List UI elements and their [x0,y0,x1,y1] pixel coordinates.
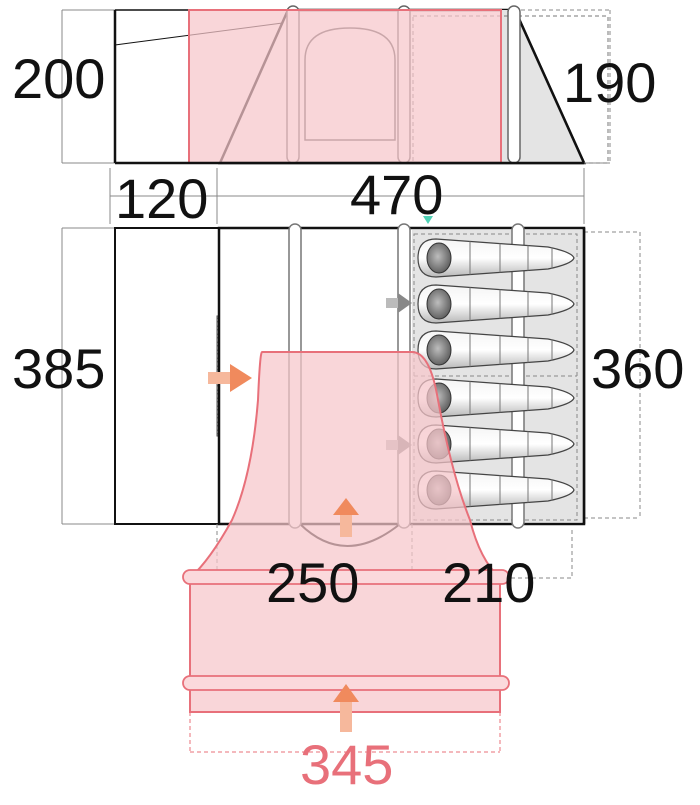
dim-living-width: 250 [266,551,359,614]
dim-bedroom-width: 210 [442,551,535,614]
extension-overlay-side [188,9,502,164]
dim-inner-width: 470 [350,163,443,226]
dim-side-height-left: 200 [12,47,105,110]
arrow-grey-upper [386,293,412,313]
arrow-orange-extension [333,684,359,732]
dim-extension-width: 345 [300,733,393,796]
porch-area-plan [114,227,220,525]
bedroom-rear-shade [500,10,584,163]
dim-porch-width: 120 [115,167,208,230]
dim-plan-depth-right: 360 [591,337,684,400]
air-beam-3-side [507,5,521,164]
sleeping-bag [417,330,575,370]
teal-marker [423,216,433,224]
sleeping-bag [417,284,575,324]
extension-beam-front [182,569,510,585]
dim-side-height-right: 190 [563,51,656,114]
arrow-orange-side [208,364,252,392]
side-elevation: 200 190 [12,5,656,165]
extension-plan [182,351,510,753]
dim-plan-depth-left: 385 [12,337,105,400]
arrow-orange-front [333,498,359,537]
width-dimensions: 120 470 [109,163,585,230]
sleeping-bag [417,238,575,278]
